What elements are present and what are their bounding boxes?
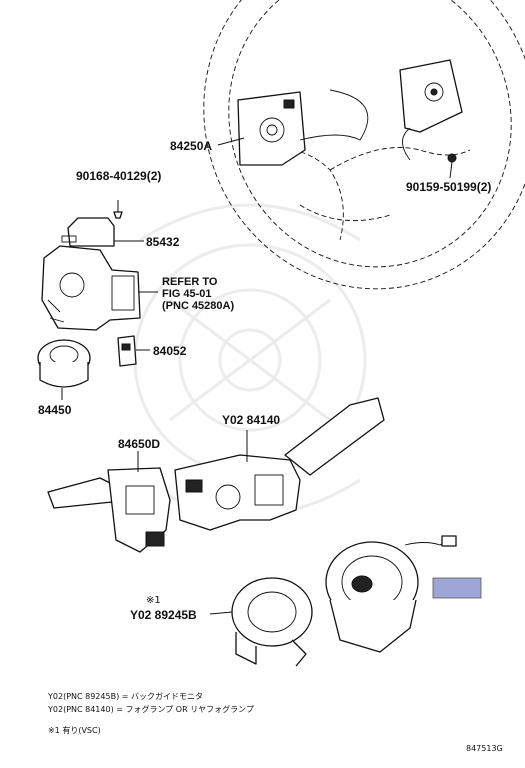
note-89245b: Y02(PNC 89245B) = バックガイドモニタ — [47, 691, 203, 701]
label-84450: 84450 — [38, 403, 72, 417]
steering-column-lock[interactable] — [41, 245, 141, 331]
steering-switch-left[interactable] — [237, 91, 306, 166]
screw-90159[interactable] — [447, 153, 457, 179]
sensor-84052[interactable] — [117, 335, 137, 367]
label-85432: 85432 — [146, 235, 180, 249]
label-refer-3: (PNC 45280A) — [162, 300, 234, 312]
label-refer-2: FIG 45-01 — [162, 288, 212, 300]
leader-lines — [61, 137, 248, 615]
label-90168: 90168-40129(2) — [76, 169, 161, 183]
turn-signal-switch-84650d[interactable] — [47, 467, 171, 553]
label-mark1: ※1 — [146, 595, 161, 606]
screw-90168[interactable] — [113, 200, 123, 219]
bracket-85432[interactable] — [61, 217, 115, 247]
steering-wheel — [203, 0, 525, 290]
label-84052: 84052 — [153, 344, 187, 358]
switch-wire — [299, 89, 369, 141]
label-84650d: 84650D — [118, 437, 160, 451]
label-89245b: Y02 89245B — [130, 608, 197, 622]
figure-code: 847513G — [466, 744, 503, 753]
label-84250a: 84250A — [170, 139, 212, 153]
ignition-switch-84450[interactable] — [37, 339, 91, 388]
steering-angle-sensor-89245b[interactable] — [231, 577, 313, 667]
highlight-box[interactable] — [432, 577, 482, 599]
switch-wire-right — [402, 127, 411, 161]
wiper-switch-84140[interactable] — [174, 397, 385, 531]
spiral-cable[interactable] — [325, 535, 457, 653]
label-refer-1: REFER TO — [162, 276, 218, 288]
note-84140: Y02(PNC 84140) = フォグランプ OR リヤフォグランプ — [47, 704, 254, 714]
steering-switch-right[interactable] — [399, 59, 463, 133]
label-90159: 90159-50199(2) — [406, 180, 491, 194]
label-84140: Y02 84140 — [222, 413, 280, 427]
note-vsc: ※1 有り(VSC) — [48, 725, 101, 735]
